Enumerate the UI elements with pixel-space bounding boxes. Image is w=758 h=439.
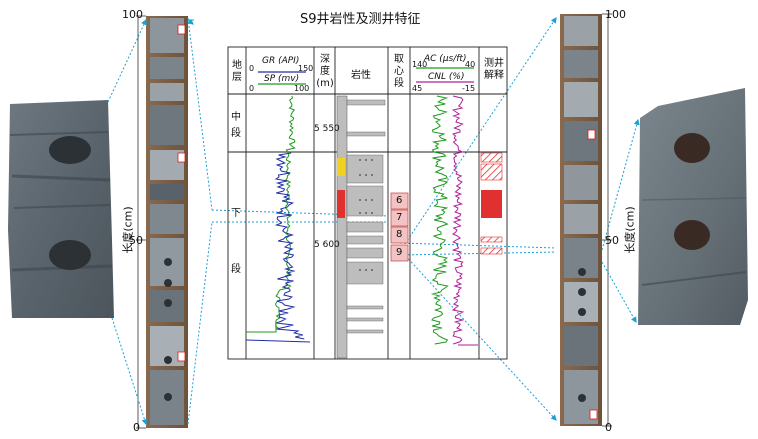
sp-curve xyxy=(275,95,296,331)
depth-label-5600: 5 600 xyxy=(314,240,340,250)
header-ac-label: AC (μs/ft) xyxy=(424,54,467,64)
left-scale-axis xyxy=(136,15,146,429)
core-section-6: 6 xyxy=(396,195,403,206)
layer-middle-char2: 段 xyxy=(231,128,241,139)
figure-title: S9井岩性及测井特征 xyxy=(300,12,421,27)
gr-curve-tail xyxy=(245,339,311,343)
left-core-box xyxy=(146,16,188,428)
header-cnl-max: -15 xyxy=(462,84,476,93)
right-scale-mid-label: 50 xyxy=(605,234,619,247)
right-core-photo xyxy=(638,88,748,325)
left-scale-bottom-label: 0 xyxy=(133,421,140,434)
core-section-9: 9 xyxy=(396,247,403,258)
header-cnl-label: CNL (%) xyxy=(428,72,465,82)
well-log-curves xyxy=(245,95,478,346)
header-ac-max: 40 xyxy=(465,60,476,69)
left-scale-axis-label: 长度(cm) xyxy=(121,206,135,254)
ac-curve xyxy=(430,95,449,345)
header-depth: 深度(m) xyxy=(316,54,334,89)
layer-lower-char2: 段 xyxy=(231,264,241,275)
lithology-column xyxy=(336,95,386,359)
header-core-section: 取心段 xyxy=(394,54,404,89)
header-gr-min: 0 xyxy=(249,64,255,73)
log-panel-frame xyxy=(227,46,508,360)
header-cnl-min: 45 xyxy=(412,84,423,93)
guide-lines xyxy=(107,17,640,426)
header-gr-label: GR (API) xyxy=(262,56,300,66)
header-sp-min: 0 xyxy=(249,84,255,93)
left-scale-mid-label: 50 xyxy=(129,234,143,247)
header-stratum: 地层 xyxy=(232,60,242,83)
right-core-box xyxy=(560,14,602,426)
right-scale-axis-label: 长度(cm) xyxy=(623,206,637,254)
header-sp-label: SP (mv) xyxy=(264,74,300,84)
right-scale-bottom-label: 0 xyxy=(605,421,612,434)
header-gr-max: 150 xyxy=(298,64,314,73)
header-sp-max: 100 xyxy=(294,84,310,93)
header-log-interpretation: 测井解释 xyxy=(484,58,504,81)
log-interpretation-column xyxy=(480,152,503,255)
sp-curve-tail xyxy=(246,322,277,333)
core-section-7: 7 xyxy=(396,212,403,223)
header-legend-lines xyxy=(258,67,474,85)
header-ac-min: 140 xyxy=(412,60,428,69)
layer-lower-char1: 下 xyxy=(231,208,241,219)
core-section-boxes xyxy=(390,192,409,262)
left-core-photo xyxy=(8,100,114,318)
core-section-8: 8 xyxy=(396,229,403,240)
left-scale-top-label: 100 xyxy=(122,8,143,21)
cnl-curve xyxy=(451,95,465,345)
gr-curve xyxy=(274,152,305,340)
right-scale-top-label: 100 xyxy=(605,8,626,21)
depth-label-5550: 5 550 xyxy=(314,124,340,134)
header-lithology: 岩性 xyxy=(351,70,371,81)
layer-middle-char1: 中 xyxy=(231,112,241,123)
right-scale-axis xyxy=(602,13,612,427)
